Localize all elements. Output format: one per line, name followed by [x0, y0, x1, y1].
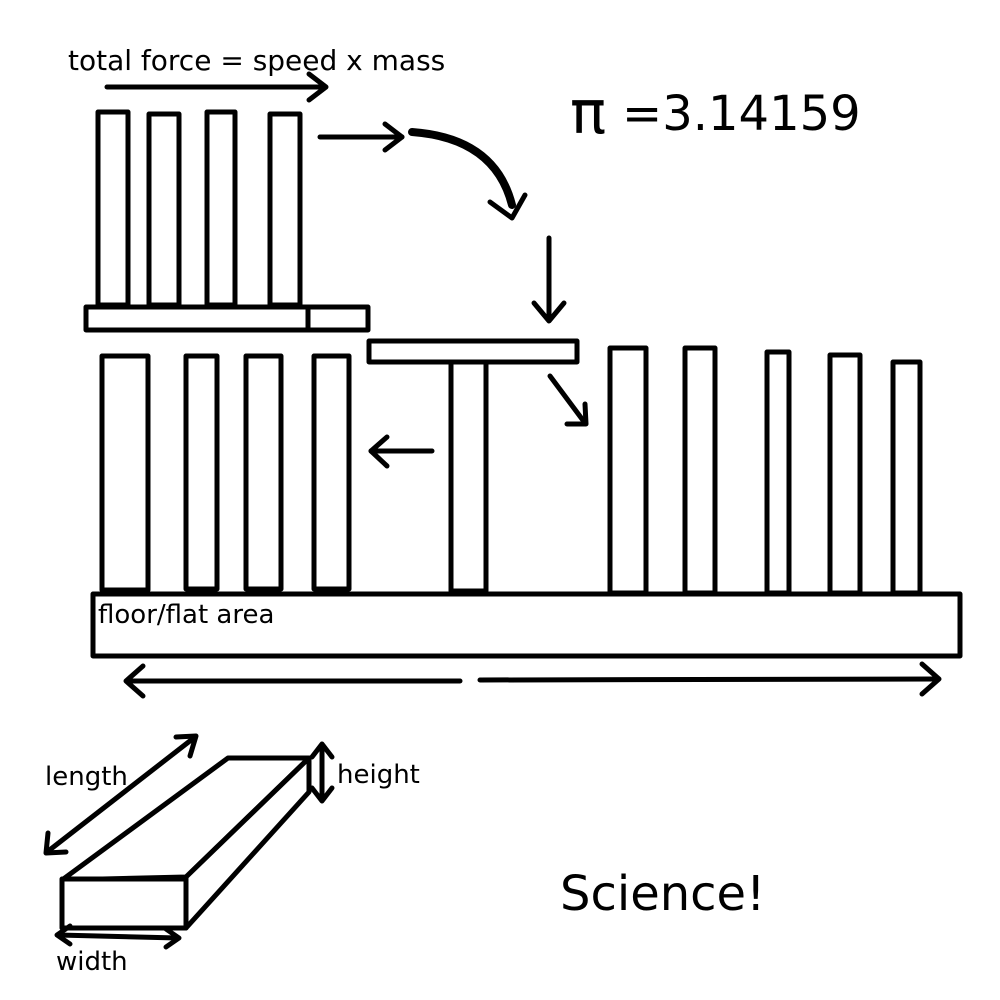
length-arrow	[43, 733, 199, 856]
domino	[183, 353, 220, 592]
floor	[90, 591, 963, 659]
upper-domino	[204, 109, 238, 308]
width-label: width	[56, 947, 128, 977]
left-arrow	[368, 434, 435, 469]
domino	[890, 359, 923, 596]
t-lever	[366, 338, 580, 594]
domino	[311, 353, 352, 592]
domino	[243, 353, 284, 592]
width-arrow	[54, 923, 182, 950]
length-label: length	[45, 762, 128, 792]
domino	[607, 345, 649, 596]
upper-domino-group	[83, 109, 371, 333]
block-3d	[59, 755, 312, 931]
domino	[764, 349, 792, 596]
height-arrow	[309, 741, 335, 804]
formula-arrow	[104, 71, 329, 103]
lower-left-dominoes	[99, 353, 352, 593]
domino	[99, 353, 151, 593]
domino	[682, 345, 718, 596]
right-dominoes	[607, 345, 923, 596]
upper-domino	[95, 109, 131, 308]
upper-platform	[83, 304, 371, 333]
upper-domino	[146, 111, 182, 308]
pi-value: =3.14159	[622, 86, 861, 142]
pi-symbol: π	[570, 78, 606, 148]
lever-post	[448, 359, 489, 594]
upper-domino	[267, 111, 303, 308]
down-arrow	[531, 235, 567, 324]
floor-span-arrow	[123, 661, 942, 699]
diagonal-arrow	[547, 373, 589, 427]
floor-label: floor/flat area	[98, 600, 274, 630]
height-label: height	[337, 760, 420, 790]
science-label: Science!	[560, 866, 765, 922]
domino	[827, 352, 863, 596]
right-arrow	[317, 121, 405, 153]
curved-arrow	[408, 128, 528, 221]
lever-bar	[366, 338, 580, 365]
formula-label: total force = speed x mass	[68, 44, 445, 77]
